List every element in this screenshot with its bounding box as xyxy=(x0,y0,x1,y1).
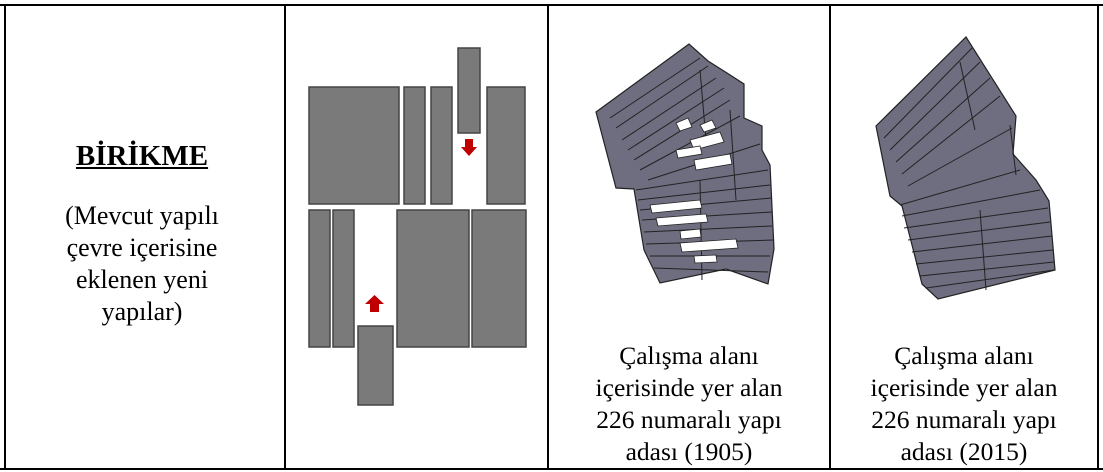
block-narrow-top-1 xyxy=(403,86,426,205)
caption-2015: Çalışma alanı içerisinde yer alan 226 nu… xyxy=(870,341,1058,466)
column-divider-3 xyxy=(829,5,831,469)
parcel-map-1905 xyxy=(595,43,775,285)
table-bottom-border xyxy=(0,468,1103,470)
parcel-map-2015 xyxy=(875,36,1056,300)
column-divider-2 xyxy=(547,5,549,469)
table-right-border xyxy=(1097,5,1099,469)
table-top-border xyxy=(0,4,1103,6)
table-left-border xyxy=(4,5,6,469)
block-new-top xyxy=(457,47,481,134)
arrow-down-icon xyxy=(461,139,477,156)
block-large-bottom-middle xyxy=(396,209,470,348)
column-divider-1 xyxy=(284,5,286,469)
concept-title: BİRİKME xyxy=(75,140,209,172)
concept-description: (Mevcut yapılı çevre içerisine eklenen y… xyxy=(65,201,219,326)
block-narrow-bottom-1 xyxy=(308,209,331,348)
block-large-bottom-right xyxy=(471,209,527,348)
block-narrow-top-2 xyxy=(430,86,453,205)
block-top-right xyxy=(486,86,526,205)
caption-1905: Çalışma alanı içerisinde yer alan 226 nu… xyxy=(595,341,783,466)
block-large-top-left xyxy=(308,86,400,205)
block-new-bottom xyxy=(357,325,394,406)
block-narrow-bottom-2 xyxy=(332,209,355,348)
arrow-up-icon xyxy=(365,295,384,312)
